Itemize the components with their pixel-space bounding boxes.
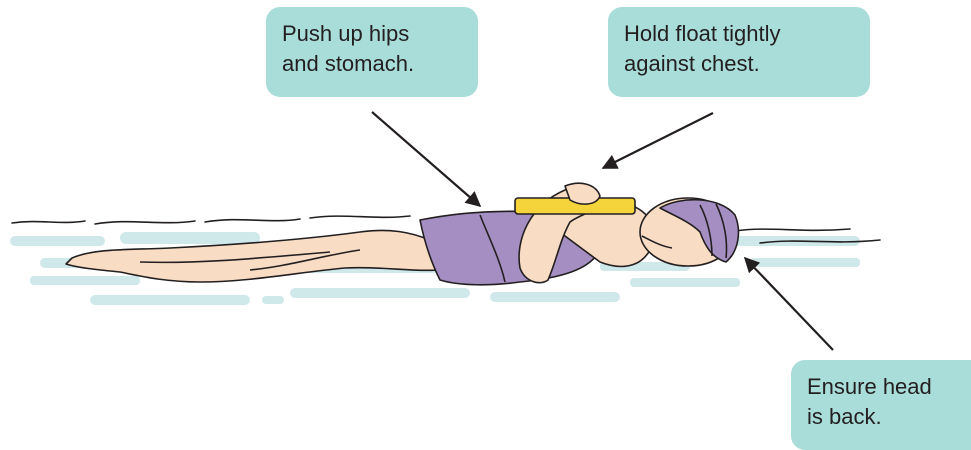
callout-head: Ensure head is back. bbox=[791, 360, 971, 450]
arrow-float bbox=[603, 113, 713, 168]
callout-hips: Push up hips and stomach. bbox=[266, 7, 478, 97]
arrow-head bbox=[745, 258, 833, 350]
arrow-hips bbox=[372, 112, 480, 206]
callout-float: Hold float tightly against chest. bbox=[608, 7, 870, 97]
